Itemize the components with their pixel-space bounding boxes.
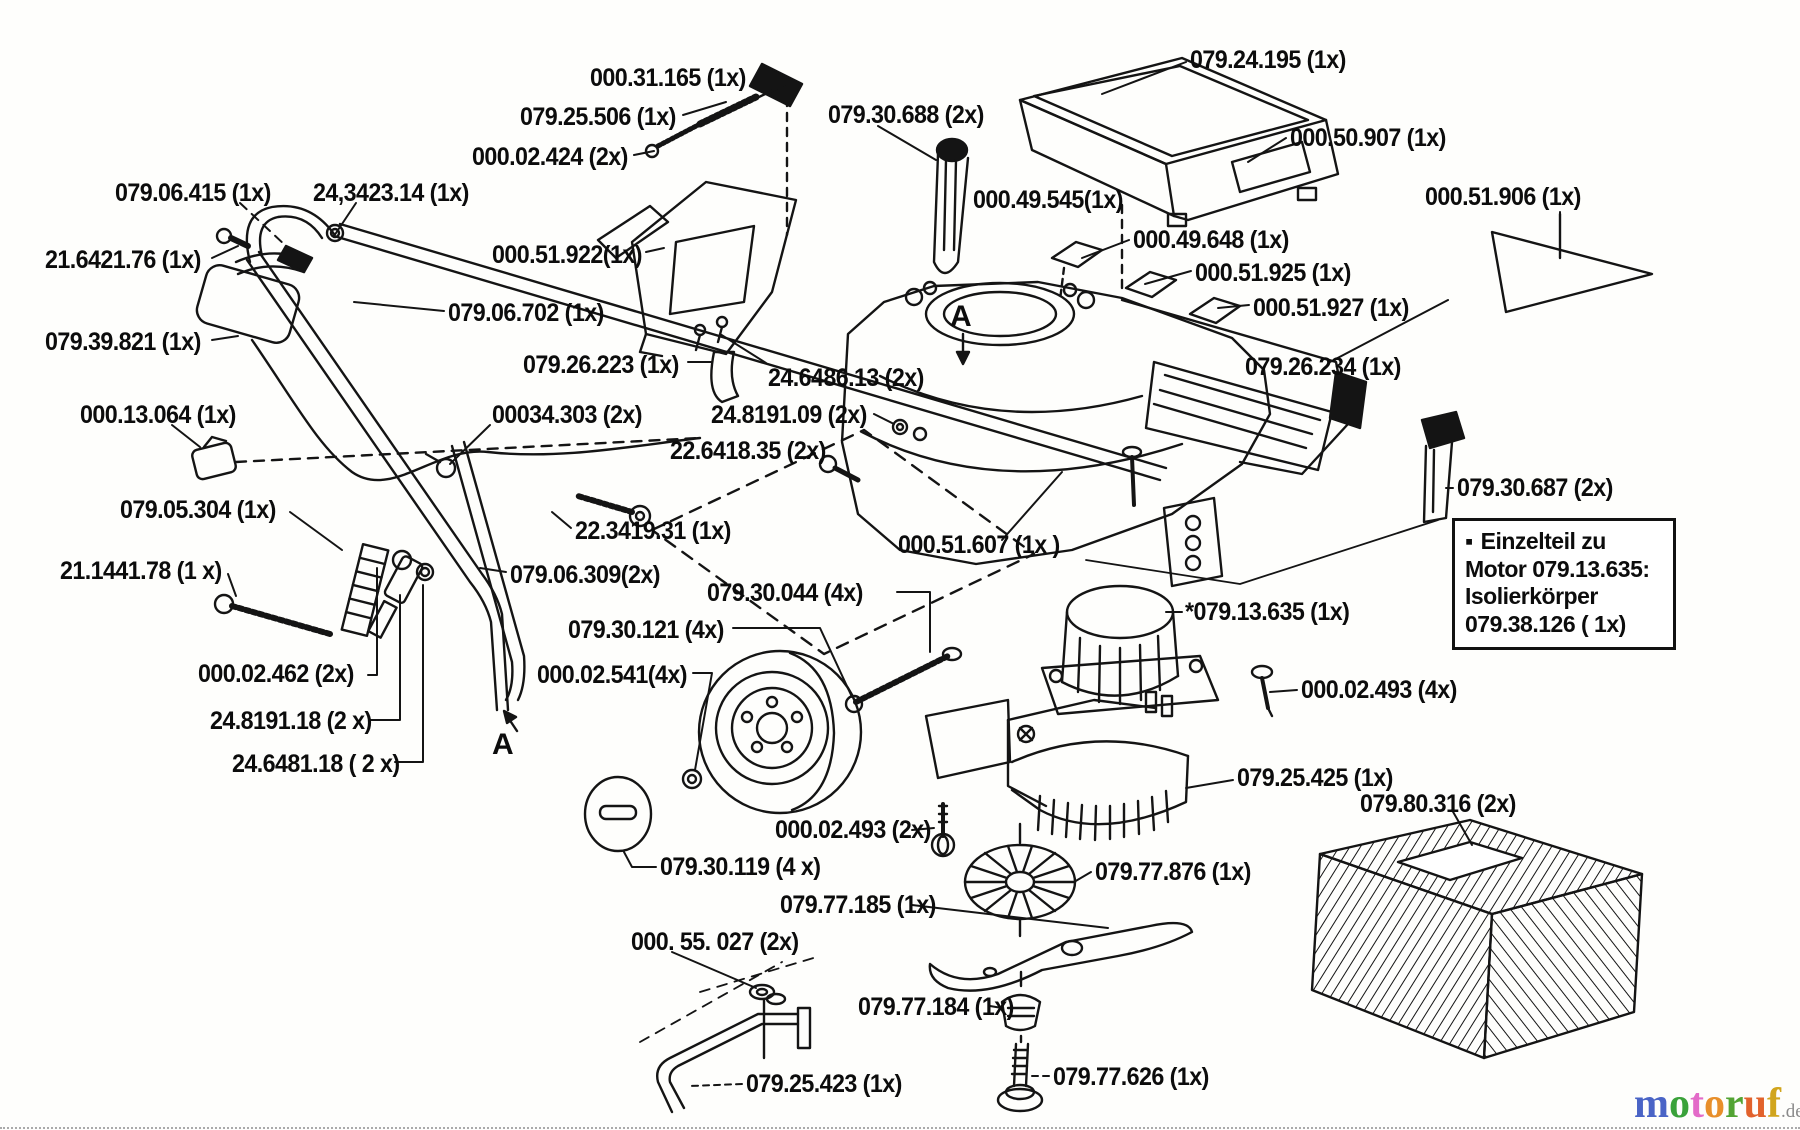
note-line-1: Einzelteil zu <box>1480 528 1607 554</box>
blade-drawing <box>928 918 1194 992</box>
part-label-24.8191.09: 24.8191.09 (2x) <box>711 401 867 429</box>
fan-drawing <box>963 822 1077 921</box>
part-label-079.26.234: 079.26.234 (1x) <box>1245 353 1401 381</box>
part-label-24.8191.18: 24.8191.18 (2 x) <box>210 707 372 735</box>
logo-letter: f <box>1767 1081 1782 1127</box>
part-label-22.3419.31: 22.3419.31 (1x) <box>575 517 731 545</box>
part-label-079.30.044: 079.30.044 (4x) <box>707 579 863 607</box>
part-label-079.26.223: 079.26.223 (1x) <box>523 351 679 379</box>
logo-letter: o <box>1704 1081 1725 1127</box>
part-label-079.77.184: 079.77.184 (1x) <box>858 993 1014 1021</box>
part-label-079.30.687: 079.30.687 (2x) <box>1457 474 1613 502</box>
part-label-079.77.185: 079.77.185 (1x) <box>780 891 936 919</box>
part-label-00034.303: 00034.303 (2x) <box>492 401 642 429</box>
brake-housing-drawing <box>924 690 1190 842</box>
part-label-079.77.626: 079.77.626 (1x) <box>1053 1063 1209 1091</box>
part-label-079.05.304: 079.05.304 (1x) <box>120 496 276 524</box>
wheel-drawing <box>583 646 963 853</box>
section-marker-a-handle: A <box>492 728 514 761</box>
motor-note-box: ▪ Einzelteil zu Motor 079.13.635: Isolier… <box>1452 518 1676 651</box>
handlebar-drawing <box>245 204 1168 712</box>
note-line-2: Motor 079.13.635: <box>1465 555 1650 582</box>
rubber-foot-drawing <box>1085 410 1466 585</box>
part-label-24.6481.18: 24.6481.18 ( 2 x) <box>232 750 400 778</box>
part-label-079.25.423: 079.25.423 (1x) <box>746 1070 902 1098</box>
part-label-21.6421.76: 21.6421.76 (1x) <box>45 246 201 274</box>
part-label-000.51.607: 000.51.607 (1x ) <box>898 531 1060 559</box>
part-label-079.25.506: 079.25.506 (1x) <box>520 103 676 131</box>
part-label-000.49.648: 000.49.648 (1x) <box>1133 226 1289 254</box>
part-label-000.49.545: 000.49.545(1x) <box>973 186 1123 214</box>
part-label-079.25.425: 079.25.425 (1x) <box>1237 764 1393 792</box>
cable-drawing <box>191 338 702 482</box>
part-label-000.55.027: 000. 55. 027 (2x) <box>631 928 799 956</box>
motor-cover-drawing <box>1018 56 1340 228</box>
logo-letter: o <box>1669 1081 1690 1127</box>
part-label-000.02.541: 000.02.541(4x) <box>537 661 687 689</box>
logo-domain-suffix: .de <box>1781 1101 1800 1122</box>
part-label-079.06.415: 079.06.415 (1x) <box>115 179 271 207</box>
part-label-000.02.493-2x: 000.02.493 (2x) <box>775 816 931 844</box>
part-label-000.51.927: 000.51.927 (1x) <box>1253 294 1409 322</box>
part-label-079.24.195: 079.24.195 (1x) <box>1190 46 1346 74</box>
part-label-079.39.821: 079.39.821 (1x) <box>45 328 201 356</box>
part-label-000.13.064: 000.13.064 (1x) <box>80 401 236 429</box>
part-label-000.31.165: 000.31.165 (1x) <box>590 64 746 92</box>
leader-lines <box>171 61 1561 1087</box>
part-label-000.02.493-4x: 000.02.493 (4x) <box>1301 676 1457 704</box>
logo-letter: t <box>1690 1081 1704 1127</box>
side-panel-drawing <box>596 180 798 358</box>
switch-lever-drawing <box>932 137 970 275</box>
part-label-079.30.119: 079.30.119 (4 x) <box>660 853 821 881</box>
part-label-000.02.424: 000.02.424 (2x) <box>472 143 628 171</box>
part-label-000.51.906: 000.51.906 (1x) <box>1425 183 1581 211</box>
part-label-079.80.316: 079.80.316 (2x) <box>1360 790 1516 818</box>
part-label-079.13.635: *079.13.635 (1x) <box>1185 598 1350 626</box>
motor-drawing <box>1040 445 1220 716</box>
part-label-24.3423.14: 24,3423.14 (1x) <box>313 179 469 207</box>
part-label-079.30.121: 079.30.121 (4x) <box>568 616 724 644</box>
switch-housing-drawing <box>195 223 345 344</box>
page-bottom-edge <box>0 1127 1800 1129</box>
part-label-079.06.702: 079.06.702 (1x) <box>448 299 604 327</box>
logo-letter: u <box>1743 1081 1768 1127</box>
deflector-bar-drawing <box>639 955 821 1114</box>
section-arrow-drawing <box>502 709 519 733</box>
part-label-000.51.925: 000.51.925 (1x) <box>1195 259 1351 287</box>
part-label-21.1441.78: 21.1441.78 (1 x) <box>60 557 222 585</box>
logo-letter: m <box>1634 1081 1669 1127</box>
part-label-24.6486.13: 24.6486.13 (2x) <box>768 364 924 392</box>
screw-493-4x-drawing <box>1250 664 1274 718</box>
note-line-4: 079.38.126 ( 1x) <box>1465 610 1626 637</box>
screw-493-2x-drawing <box>930 802 956 858</box>
section-marker-a-deck: A <box>950 300 972 333</box>
part-label-000.51.922: 000.51.922(1x) <box>492 241 642 269</box>
part-label-000.02.462: 000.02.462 (2x) <box>198 660 354 688</box>
blade-holder-drawing <box>996 970 1044 1113</box>
part-label-079.77.876: 079.77.876 (1x) <box>1095 858 1251 886</box>
logo-letter: r <box>1725 1081 1744 1127</box>
part-label-079.30.688: 079.30.688 (2x) <box>828 101 984 129</box>
part-label-000.50.907: 000.50.907 (1x) <box>1290 124 1446 152</box>
part-label-22.6418.35: 22.6418.35 (2x) <box>670 437 826 465</box>
washer-bolt-drawing <box>818 418 928 483</box>
sticker-triangle-drawing <box>1490 212 1654 314</box>
grass-basket-drawing <box>1310 818 1644 1060</box>
lower-tube-drawing <box>424 440 652 702</box>
note-line-3: Isolierkörper <box>1465 583 1598 610</box>
motoruf-logo: motoruf.de <box>1634 1080 1800 1128</box>
part-label-079.06.309: 079.06.309(2x) <box>510 561 660 589</box>
note-bullet-icon: ▪ <box>1465 528 1473 554</box>
